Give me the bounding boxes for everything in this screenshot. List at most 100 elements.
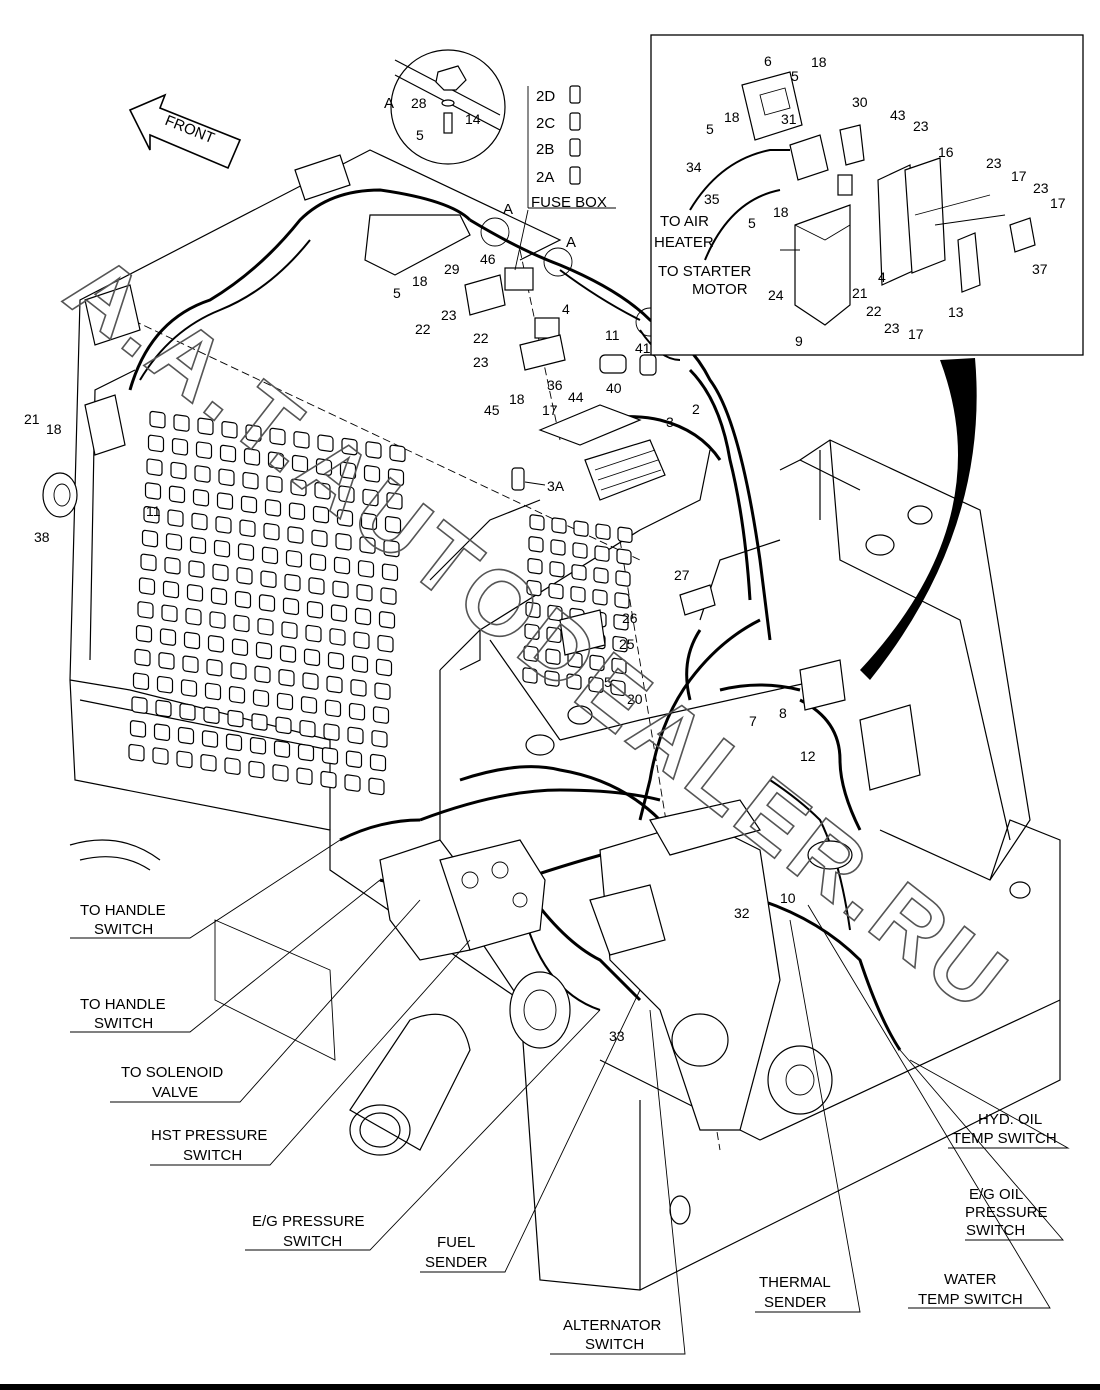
- rear-grill-slot: [377, 634, 394, 653]
- front-grill-slot: [525, 601, 541, 619]
- rear-grill-slot: [324, 699, 342, 718]
- svg-text:4: 4: [562, 301, 570, 317]
- rear-grill-slot: [221, 420, 238, 439]
- rear-grill-slot: [149, 410, 166, 429]
- rear-grill-slot: [302, 672, 319, 690]
- rear-grill-slot: [321, 747, 339, 765]
- fuse-2b: 2B: [536, 138, 581, 158]
- rear-grill-slot: [299, 719, 316, 738]
- rear-grill-slot: [237, 543, 255, 561]
- front-grill-slot: [571, 564, 587, 581]
- rear-grill-slot: [191, 512, 208, 531]
- front-grill-slot: [572, 542, 588, 559]
- rear-grill-slot: [200, 754, 217, 772]
- svg-text:23: 23: [884, 320, 900, 336]
- rear-grill-slot: [203, 706, 220, 724]
- front-grill-slot: [549, 561, 565, 578]
- svg-text:18: 18: [412, 273, 428, 289]
- to-handle-switch-1-line2: SWITCH: [94, 921, 153, 938]
- rear-grill-slot: [177, 726, 195, 745]
- front-grill-slot: [544, 670, 560, 687]
- rear-grill-slot: [315, 458, 333, 476]
- rear-grill-slot: [155, 699, 172, 718]
- to-solenoid-valve-line2: VALVE: [152, 1084, 198, 1101]
- svg-text:5: 5: [706, 121, 714, 137]
- svg-text:35: 35: [704, 191, 720, 207]
- rear-grill-slot: [236, 567, 253, 585]
- rear-grill-slot: [168, 485, 186, 504]
- front-grill-slot: [526, 579, 542, 597]
- svg-text:21: 21: [24, 411, 40, 427]
- eg-oil-pressure-switch-line1: E/G OIL: [969, 1186, 1023, 1203]
- svg-text:11: 11: [146, 503, 161, 519]
- rear-grill-slot: [185, 607, 202, 626]
- rear-grill-slot: [131, 696, 148, 714]
- svg-text:23: 23: [473, 354, 489, 370]
- rear-grill-slot: [369, 753, 387, 772]
- machine-body: [69, 149, 1061, 1291]
- rear-grill-slot: [228, 686, 246, 704]
- rear-grill-slot: [272, 764, 289, 782]
- rear-grill-slot: [308, 577, 325, 595]
- svg-text:25: 25: [619, 636, 635, 652]
- rear-grill-slot: [188, 560, 205, 578]
- rear-grill-slot: [231, 638, 249, 656]
- svg-text:43: 43: [890, 107, 906, 123]
- detail-part-14: 14: [465, 111, 481, 127]
- front-grill-slot: [612, 635, 628, 653]
- svg-text:12: 12: [800, 748, 816, 764]
- rear-grill-slot: [144, 482, 162, 500]
- rear-grill-slot: [138, 577, 156, 595]
- fuel-sender-line2: SENDER: [425, 1254, 488, 1271]
- rear-grill-slot: [243, 448, 261, 466]
- rear-grill-slot: [164, 556, 181, 575]
- bottom-border: [0, 1384, 1100, 1390]
- rear-grill-slot: [297, 743, 315, 762]
- front-grill-slot: [615, 570, 631, 587]
- svg-text:37: 37: [1032, 261, 1048, 277]
- rear-grill-slot: [317, 434, 334, 453]
- front-grill-slot: [592, 589, 608, 606]
- rear-grill-slot: [201, 730, 219, 748]
- rear-grill-slot: [356, 583, 373, 602]
- svg-text:2B: 2B: [536, 141, 554, 158]
- rear-grill-slot: [281, 621, 298, 639]
- rear-grill-slot: [209, 611, 226, 629]
- rear-grill-slot: [152, 747, 169, 765]
- svg-text:18: 18: [724, 109, 740, 125]
- svg-text:40: 40: [606, 380, 622, 396]
- rear-grill-slot: [305, 624, 322, 643]
- rear-grill-slot: [357, 560, 375, 578]
- rear-grill-slot: [204, 682, 222, 701]
- svg-text:2: 2: [692, 401, 700, 417]
- rear-grill-slot: [245, 424, 262, 442]
- rear-grill-slot: [158, 652, 175, 670]
- rear-grill-slot: [387, 468, 405, 486]
- rear-grill-slot: [173, 414, 190, 432]
- front-grill-slot: [588, 676, 604, 693]
- rear-grill-slot: [137, 601, 154, 619]
- svg-text:17: 17: [1050, 195, 1066, 211]
- svg-text:A: A: [566, 234, 576, 251]
- rear-grill-slot: [129, 720, 147, 738]
- rear-grill-slot: [143, 506, 160, 524]
- to-air-heater-line1: TO AIR: [660, 213, 709, 230]
- rear-grill-slot: [329, 628, 346, 646]
- front-grill-slot: [566, 673, 582, 690]
- rear-grill-slot: [227, 709, 244, 728]
- rear-grill-slot: [140, 553, 157, 572]
- rear-grill-slot: [230, 662, 247, 680]
- svg-text:22: 22: [473, 330, 489, 346]
- rear-grill-slot: [194, 465, 211, 483]
- front-grill-slot: [551, 517, 567, 534]
- rear-grill-slot: [186, 584, 204, 602]
- svg-text:17: 17: [1011, 168, 1027, 184]
- components: [42, 154, 921, 1131]
- rear-grill-slot: [215, 516, 232, 534]
- rear-grill-slot: [156, 675, 174, 694]
- rear-grill-slot: [216, 492, 234, 510]
- front-grill-slot: [523, 645, 539, 662]
- rear-grill-slot: [293, 431, 310, 449]
- thermal-sender-line2: SENDER: [764, 1294, 827, 1311]
- svg-text:22: 22: [415, 321, 431, 337]
